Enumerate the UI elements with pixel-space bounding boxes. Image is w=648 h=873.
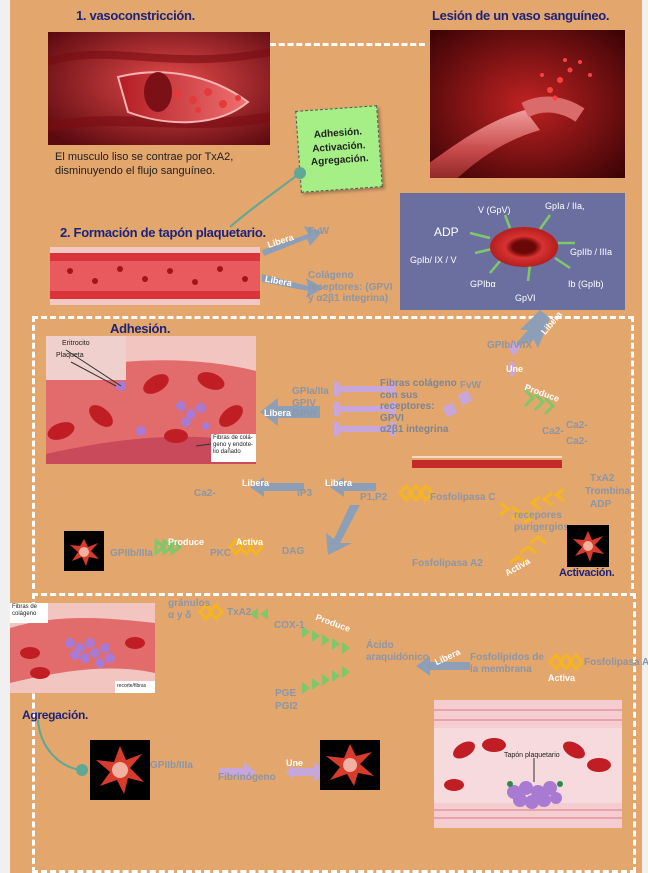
fosfolipasa-a2-agg-label: Fosfolipasa A2 bbox=[584, 657, 648, 669]
trombina-label: Trombina bbox=[585, 486, 630, 498]
aggregation-image: Fibras de colágeno recorte/fibras bbox=[10, 603, 155, 693]
vessel-injury-photo bbox=[430, 30, 625, 178]
activa-agg-label: Activa bbox=[548, 673, 575, 683]
gpiib-activation-label: GPIIb/IIIa bbox=[110, 548, 153, 560]
acido-line-2: araquidónico bbox=[366, 652, 429, 664]
produce-activation-label: Produce bbox=[168, 537, 204, 547]
granulos-line-1: gránulos bbox=[168, 598, 210, 610]
adp-label: ADP bbox=[590, 499, 611, 511]
p1p2-label: P1,P2 bbox=[360, 492, 387, 504]
libera-ca-label: Libera bbox=[242, 478, 269, 488]
poster: 1. vasoconstricción. Lesión de un vaso s… bbox=[10, 0, 642, 873]
vasoconstriction-text: El musculo liso se contrae por TxA2, dis… bbox=[55, 150, 233, 179]
fibras-colageno-line-2: con sus bbox=[380, 390, 457, 402]
collagen-line-1: Colágeno bbox=[308, 270, 392, 282]
collagen-line-2: receptores: (GPVI bbox=[308, 282, 392, 294]
adhesion-label-plaqueta: Plaqueta bbox=[56, 352, 84, 359]
rec-gpiib: GpIIb / IIIa bbox=[570, 247, 612, 257]
granulos-line-2: α y δ bbox=[168, 610, 210, 622]
fibras-line-1: Fibras de colá- bbox=[213, 435, 253, 442]
aggregated-platelet-icon-1 bbox=[90, 740, 150, 800]
pge-label: PGE bbox=[275, 688, 296, 700]
dashed-frame-top bbox=[270, 43, 425, 46]
injury-title: Lesión de un vaso sanguíneo. bbox=[432, 8, 609, 23]
fosfolipidos-label: Fosfolípidos de la membrana bbox=[470, 652, 544, 675]
libera-ip3-label: Libera bbox=[325, 478, 352, 488]
adhesion-label-fibras: Fibras de colá- geno y endote- lio dañad… bbox=[213, 435, 253, 457]
rec-ib: Ib (GpIb) bbox=[568, 279, 604, 289]
fibras-line-3: lio dañado bbox=[213, 449, 253, 456]
agg-fibras-line-1: Fibras de bbox=[12, 604, 37, 611]
rec-gpia: GpIa / IIa, bbox=[545, 201, 585, 211]
pgi2-label: PGI2 bbox=[275, 701, 298, 713]
fosfolipidos-line-1: Fosfolípidos de bbox=[470, 652, 544, 664]
vasoconstriction-text-line-1: El musculo liso se contrae por TxA2, bbox=[55, 150, 233, 164]
activa-label-2: Activa bbox=[236, 537, 263, 547]
rec-adp: ADP bbox=[434, 225, 459, 239]
vasoconstriction-title: 1. vasoconstricción. bbox=[76, 8, 195, 23]
platelet-plug-image: Tapón plaquetario bbox=[434, 700, 622, 828]
txa2-label: TxA2 bbox=[590, 473, 614, 485]
receptores-line-2: purigergios bbox=[514, 522, 569, 534]
une-label: Une bbox=[506, 364, 523, 374]
adhesion-image: Eritrocito Plaqueta Fibras de colá- geno… bbox=[46, 336, 256, 464]
rec-gpiba: GPIbα bbox=[470, 279, 496, 289]
ca-activation-label: Ca2- bbox=[194, 488, 216, 500]
receptor-gpiv: GPIV bbox=[292, 398, 329, 410]
pkc-label: PKC bbox=[210, 548, 231, 560]
receptor-gpvi: GPVI bbox=[292, 409, 329, 421]
fibrinogeno-label: Fibrinógeno bbox=[218, 772, 276, 784]
vessel-strip-image bbox=[50, 247, 260, 305]
fosfolipidos-line-2: la membrana bbox=[470, 664, 544, 676]
fosfolipasa-c-label: Fosfolipasa C bbox=[430, 492, 496, 504]
tapon-label: Tapón plaquetario bbox=[504, 752, 560, 759]
acido-label: Ácido araquidónico bbox=[366, 640, 429, 663]
ca-label-3: Ca2- bbox=[566, 436, 588, 448]
une-agg-label: Une bbox=[286, 758, 303, 768]
vasoconstriction-photo bbox=[48, 32, 270, 145]
ca-label-2: Ca2- bbox=[566, 420, 588, 432]
gpibvix-label: GPIb/V/IX bbox=[487, 340, 532, 352]
receptor-gpia: GPIa/IIa bbox=[292, 386, 329, 398]
platelet-receptor-panel: ADP V (GpV) GpIa / IIa, GpIb/ IX / V GpI… bbox=[400, 193, 625, 310]
cox1-label: COX-1 bbox=[274, 620, 305, 632]
agg-fibras-line-2: colágeno bbox=[12, 611, 37, 618]
dag-label: DAG bbox=[282, 546, 304, 558]
ca-label-1: Ca2- bbox=[542, 426, 564, 438]
fvw-label: FvW bbox=[308, 226, 329, 238]
fvw-adhesion-label: FvW bbox=[460, 380, 481, 392]
adhesion-title: Adhesión. bbox=[110, 321, 170, 336]
ip3-label: IP3 bbox=[297, 488, 312, 500]
libera-left-label: Libera bbox=[264, 408, 291, 418]
fibras-colageno-line-4: GPVI bbox=[380, 413, 457, 425]
aggregation-label-recorte: recorte/fibras bbox=[117, 683, 146, 689]
receptores-line-1: recepores bbox=[514, 510, 569, 522]
fibras-colageno-line-3: receptores: bbox=[380, 401, 457, 413]
gpiib-agg-label: GPIIb/IIIa bbox=[150, 760, 193, 772]
rec-gpix: GpIb/ IX / V bbox=[410, 255, 457, 265]
vasoconstriction-text-line-2: disminuyendo el flujo sanguíneo. bbox=[55, 164, 233, 178]
fibras-line-2: geno y endote- bbox=[213, 442, 253, 449]
receptores-label: recepores purigergios bbox=[514, 510, 569, 533]
fibras-colageno-line-5: α2β1 integrina bbox=[380, 424, 457, 436]
adhesion-label-eritrocito: Eritrocito bbox=[62, 340, 90, 347]
activated-platelet-icon-1 bbox=[64, 531, 104, 571]
receptors-left-label: GPIa/IIa GPIV GPVI bbox=[292, 386, 329, 421]
aggregated-platelet-icon-2 bbox=[320, 740, 380, 790]
activated-platelet-icon-2 bbox=[567, 525, 609, 567]
fibras-colageno-label: Fibras colágeno con sus receptores: GPVI… bbox=[380, 378, 457, 436]
aggregation-label-fibras: Fibras de colágeno bbox=[12, 604, 37, 618]
txa2-agg-label: TxA2 bbox=[227, 607, 251, 619]
granulos-label: gránulos α y δ bbox=[168, 598, 210, 621]
fosfolipasa-a2-label: Fosfolipasa A2 bbox=[412, 558, 483, 570]
acido-line-1: Ácido bbox=[366, 640, 429, 652]
rec-v: V (GpV) bbox=[478, 205, 511, 215]
fibras-colageno-line-1: Fibras colágeno bbox=[380, 378, 457, 390]
